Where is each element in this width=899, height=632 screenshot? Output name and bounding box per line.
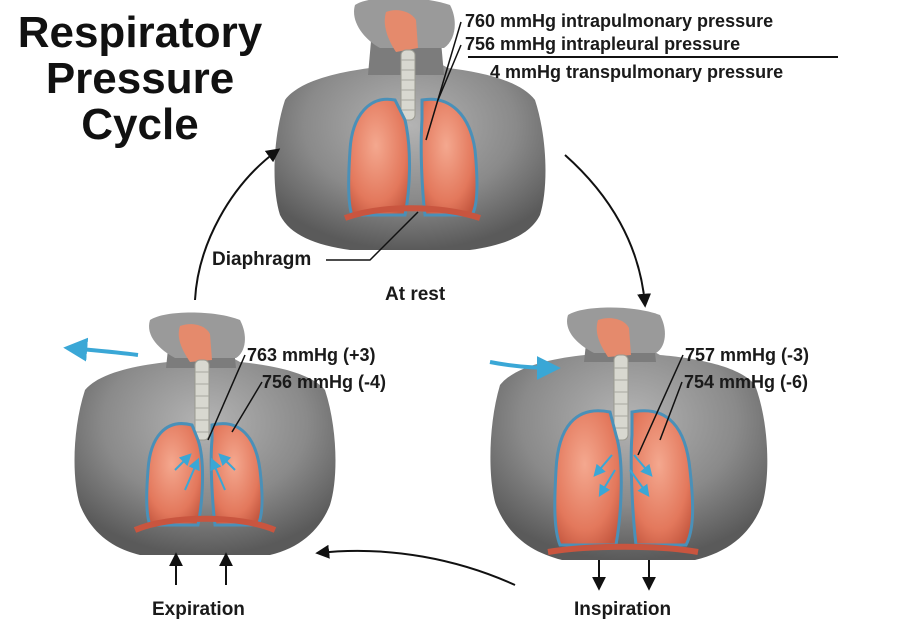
diaphragm-inspiration — [547, 543, 699, 555]
at-rest-caption: At rest — [385, 284, 446, 305]
leader-expiration-intrapulmonary — [207, 354, 246, 441]
leader-expiration-intrapleural — [231, 381, 263, 433]
left-lung-at-rest — [347, 97, 411, 217]
exhale-air-arrow — [63, 337, 139, 362]
right-lung-expiration — [209, 422, 264, 527]
title-line-3: Cycle — [81, 100, 199, 149]
leader-lines — [207, 21, 838, 456]
right-lung-at-rest — [419, 97, 479, 217]
inspiration-intrapulmonary-label: 757 mmHg (-3) — [685, 345, 810, 365]
expiration-caption: Expiration — [152, 599, 245, 620]
leader-inspiration-intrapulmonary — [637, 354, 684, 456]
title-line-2: Pressure — [45, 54, 235, 103]
airway-expiration — [178, 324, 212, 362]
title-line-1: Respiratory — [17, 8, 263, 57]
leader-rest-intrapleural — [437, 44, 462, 101]
cycle-arrow-inspiration-to-expiration — [315, 544, 516, 586]
diaphragm-expiration — [133, 515, 277, 533]
figure-expiration — [63, 312, 336, 585]
figure-inspiration — [489, 307, 768, 591]
leader-rest-intrapulmonary — [425, 21, 462, 141]
diaphragm-label: Diaphragm — [212, 249, 312, 270]
inhale-air-arrow — [489, 355, 561, 380]
expiration-intrapulmonary-label: 763 mmHg (+3) — [247, 345, 376, 365]
inspiration-intrapleural-label: 754 mmHg (-6) — [684, 372, 809, 392]
leader-inspiration-intrapleural — [659, 381, 683, 441]
right-lung-inspiration — [629, 409, 695, 547]
trachea-at-rest — [400, 49, 416, 121]
leader-diaphragm — [326, 211, 419, 261]
expiration-intrapleural-label: 756 mmHg (-4) — [262, 372, 387, 392]
cycle-arrow-expiration-to-rest — [194, 148, 281, 301]
airway-inspiration — [596, 318, 631, 357]
diaphragm-at-rest — [343, 205, 481, 221]
left-lung-inspiration — [553, 409, 623, 547]
left-lung-expiration — [145, 422, 204, 527]
rest-intrapleural-label: 756 mmHg intrapleural pressure — [465, 34, 741, 54]
trachea-inspiration — [613, 354, 629, 441]
rest-intrapulmonary-label: 760 mmHg intrapulmonary pressure — [465, 11, 774, 31]
torso-expiration — [74, 352, 336, 555]
figure-at-rest — [274, 0, 546, 250]
rest-transpulmonary-label: 4 mmHg transpulmonary pressure — [490, 62, 784, 82]
inspiration-caption: Inspiration — [574, 599, 672, 620]
cycle-arrows — [194, 148, 652, 586]
airway-at-rest — [384, 10, 418, 53]
cycle-arrow-rest-to-inspiration — [564, 154, 652, 308]
